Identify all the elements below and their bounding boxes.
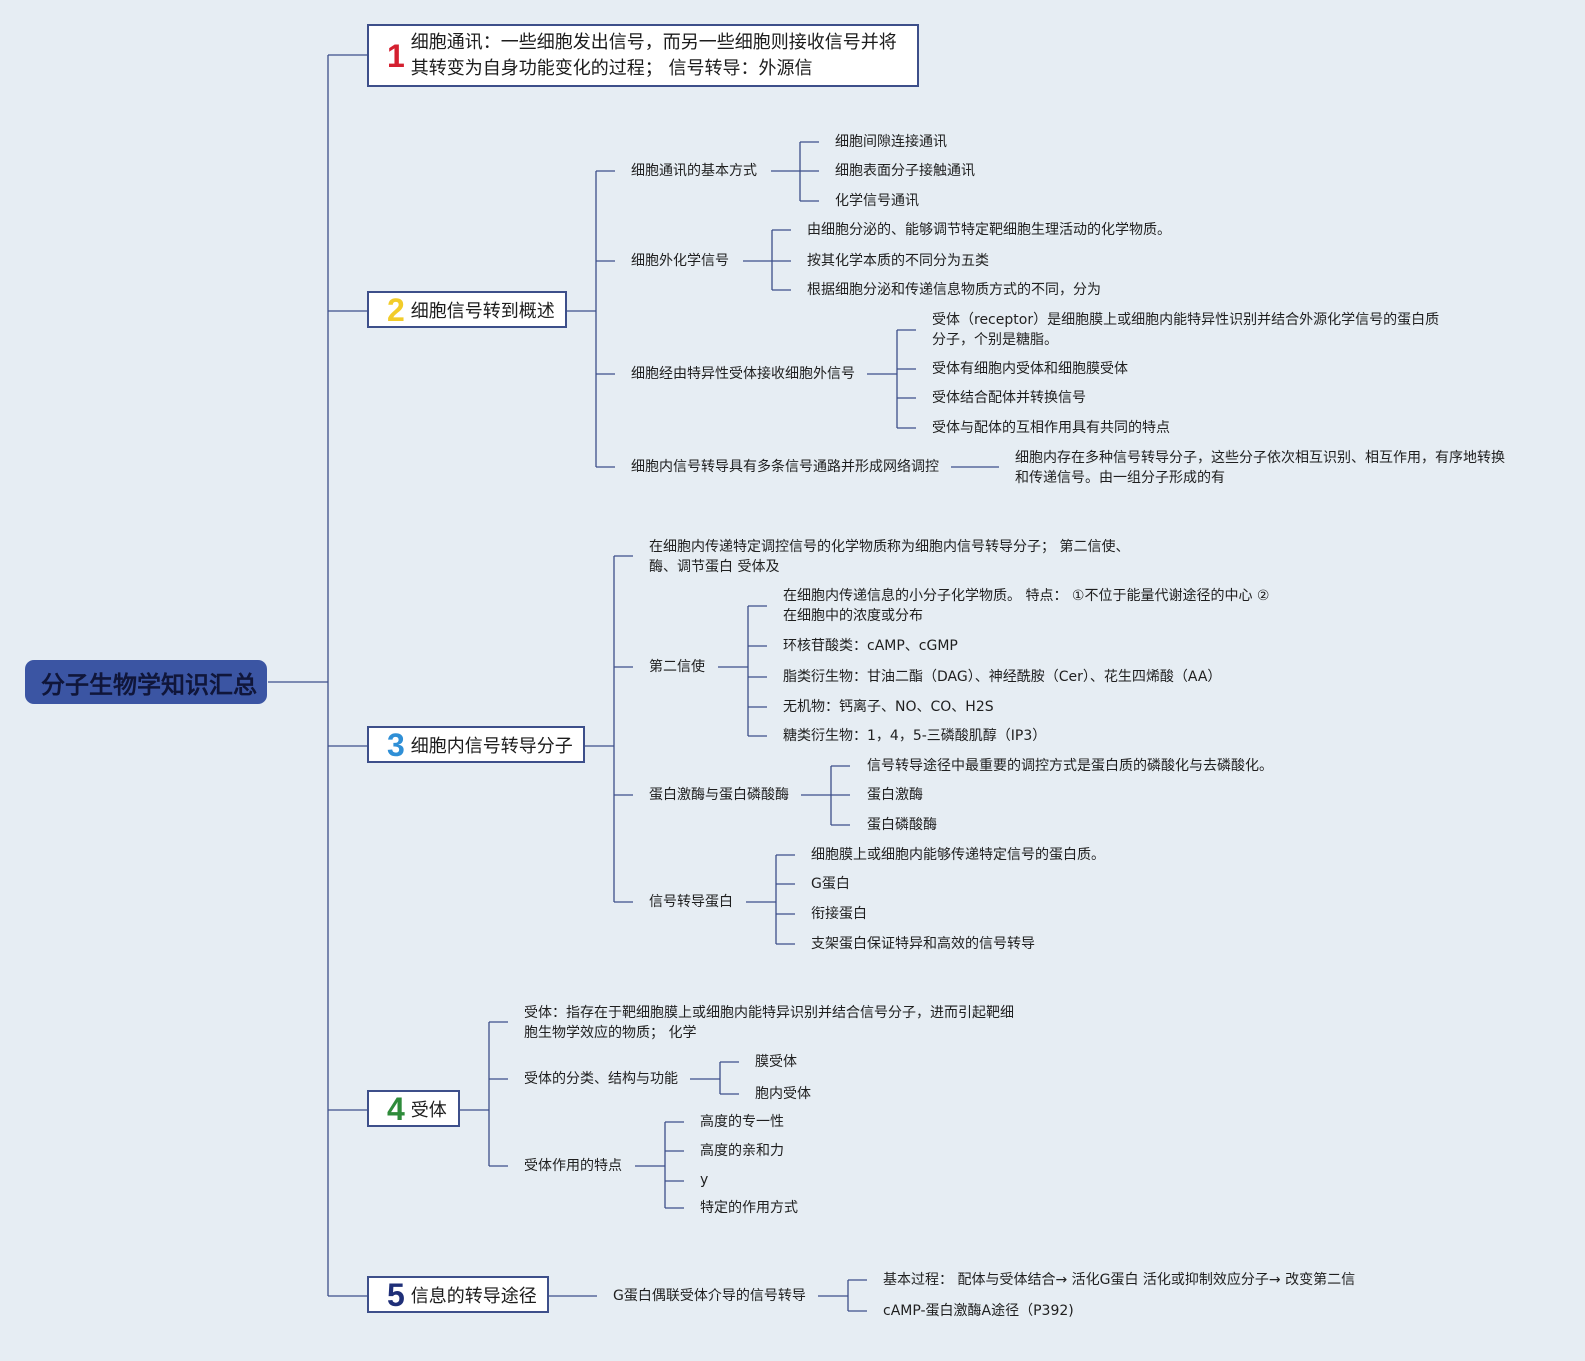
b4-s2-item: 膜受体 xyxy=(755,1054,797,1070)
b2-s3-item: 受体结合配体并转换信号 xyxy=(932,390,1086,406)
b5-s1-item: cAMP-蛋白激酶A途径（P392) xyxy=(883,1303,1074,1319)
b2-s4-item: 和传递信号。由一组分子形成的有 xyxy=(1015,470,1225,486)
b3-s4-item: 衔接蛋白 xyxy=(811,906,867,922)
b3-s2-item: 环核苷酸类：cAMP、cGMP xyxy=(783,638,958,654)
b3-s3-item: 蛋白激酶 xyxy=(867,787,923,803)
b2-s2-label: 细胞外化学信号 xyxy=(631,253,729,269)
b3-s2-item: 在细胞内传递信息的小分子化学物质。 特点： ①不位于能量代谢途径的中心 ② xyxy=(783,588,1270,604)
branch-5-title: 信息的转导途径 xyxy=(410,1285,537,1307)
b2-s2-item: 根据细胞分泌和传递信息物质方式的不同，分为 xyxy=(807,282,1101,298)
branch-3-number: 3 xyxy=(387,726,405,763)
b2-s3-item: 受体（receptor）是细胞膜上或细胞内能特异性识别并结合外源化学信号的蛋白质 xyxy=(932,312,1440,328)
root-title: 分子生物学知识汇总 xyxy=(41,671,257,699)
b3-s2-label: 第二信使 xyxy=(649,659,705,675)
b5-s1-label: G蛋白偶联受体介导的信号转导 xyxy=(613,1288,806,1304)
b2-s2-item: 由细胞分泌的、能够调节特定靶细胞生理活动的化学物质。 xyxy=(807,222,1171,238)
b4-s1-item: 胞生物学效应的物质； 化学 xyxy=(524,1025,697,1041)
b2-s3-item: 受体有细胞内受体和细胞膜受体 xyxy=(932,361,1128,377)
b3-s3-label: 蛋白激酶与蛋白磷酸酶 xyxy=(649,787,789,803)
b2-s1-label: 细胞通讯的基本方式 xyxy=(631,163,757,179)
root-node[interactable]: 分子生物学知识汇总 xyxy=(25,660,267,704)
b3-s2-item: 在细胞中的浓度或分布 xyxy=(783,608,923,624)
branch-5-node[interactable]: 5 信息的转导途径 xyxy=(367,1276,549,1313)
b4-s3-label: 受体作用的特点 xyxy=(524,1158,622,1174)
b4-s1-item: 受体：指存在于靶细胞膜上或细胞内能特异识别并结合信号分子，进而引起靶细 xyxy=(524,1005,1014,1021)
branch-2-node[interactable]: 2 细胞信号转到概述 xyxy=(367,291,567,328)
branch-4-node[interactable]: 4 受体 xyxy=(367,1090,460,1127)
branch-1-text-line2: 其转变为自身功能变化的过程； 信号转导：外源信 xyxy=(410,57,813,79)
branch-4-title: 受体 xyxy=(410,1099,447,1121)
branch-1-node[interactable]: 1 细胞通讯：一些细胞发出信号，而另一些细胞则接收信号并将 其转变为自身功能变化… xyxy=(367,24,919,87)
branch-4-number: 4 xyxy=(387,1090,405,1127)
b2-s1-item: 化学信号通讯 xyxy=(835,193,919,209)
b3-s1-item: 在细胞内传递特定调控信号的化学物质称为细胞内信号转导分子； 第二信使、 xyxy=(649,539,1130,555)
b3-s4-item: 支架蛋白保证特异和高效的信号转导 xyxy=(811,936,1035,952)
branch-1-number: 1 xyxy=(387,37,405,74)
branch-2-number: 2 xyxy=(387,291,405,328)
b2-s4-label: 细胞内信号转导具有多条信号通路并形成网络调控 xyxy=(631,459,939,475)
branch-1-text-line1: 细胞通讯：一些细胞发出信号，而另一些细胞则接收信号并将 xyxy=(410,31,897,53)
b4-s3-item: 高度的专一性 xyxy=(700,1114,784,1130)
b3-s3-item: 信号转导途径中最重要的调控方式是蛋白质的磷酸化与去磷酸化。 xyxy=(867,758,1273,774)
b3-s3-item: 蛋白磷酸酶 xyxy=(867,817,937,833)
b4-s3-item: 高度的亲和力 xyxy=(700,1143,784,1159)
branch-5-number: 5 xyxy=(387,1276,405,1313)
b3-s2-item: 糖类衍生物：1，4，5-三磷酸肌醇（IP3） xyxy=(783,728,1047,744)
b3-s2-item: 脂类衍生物：甘油二酯（DAG）、神经酰胺（Cer）、花生四烯酸（AA） xyxy=(783,669,1222,685)
b2-s1-item: 细胞间隙连接通讯 xyxy=(835,134,947,150)
b5-s1-item: 基本过程： 配体与受体结合→ 活化G蛋白 活化或抑制效应分子→ 改变第二信 xyxy=(883,1272,1356,1288)
b4-s3-item: y xyxy=(700,1172,709,1188)
b4-s2-item: 胞内受体 xyxy=(755,1086,811,1102)
b2-s4-item: 细胞内存在多种信号转导分子，这些分子依次相互识别、相互作用，有序地转换 xyxy=(1015,450,1505,466)
b4-s2-label: 受体的分类、结构与功能 xyxy=(524,1071,678,1087)
b3-s4-label: 信号转导蛋白 xyxy=(649,894,733,910)
b3-s1-item: 酶、调节蛋白 受体及 xyxy=(649,559,780,575)
b3-s4-item: 细胞膜上或细胞内能够传递特定信号的蛋白质。 xyxy=(811,847,1105,863)
b2-s3-item: 受体与配体的互相作用具有共同的特点 xyxy=(932,420,1170,436)
b2-s3-label: 细胞经由特异性受体接收细胞外信号 xyxy=(631,366,855,382)
b3-s4-item: G蛋白 xyxy=(811,876,850,892)
branch-3-node[interactable]: 3 细胞内信号转导分子 xyxy=(367,726,585,763)
branch-2-title: 细胞信号转到概述 xyxy=(410,300,555,322)
b2-s1-item: 细胞表面分子接触通讯 xyxy=(835,163,975,179)
branch-3-title: 细胞内信号转导分子 xyxy=(410,735,573,757)
b2-s3-item: 分子，个别是糖脂。 xyxy=(932,332,1058,348)
b3-s2-item: 无机物：钙离子、NO、CO、H2S xyxy=(783,699,994,715)
b4-s3-item: 特定的作用方式 xyxy=(700,1200,798,1216)
b2-s2-item: 按其化学本质的不同分为五类 xyxy=(807,253,989,269)
